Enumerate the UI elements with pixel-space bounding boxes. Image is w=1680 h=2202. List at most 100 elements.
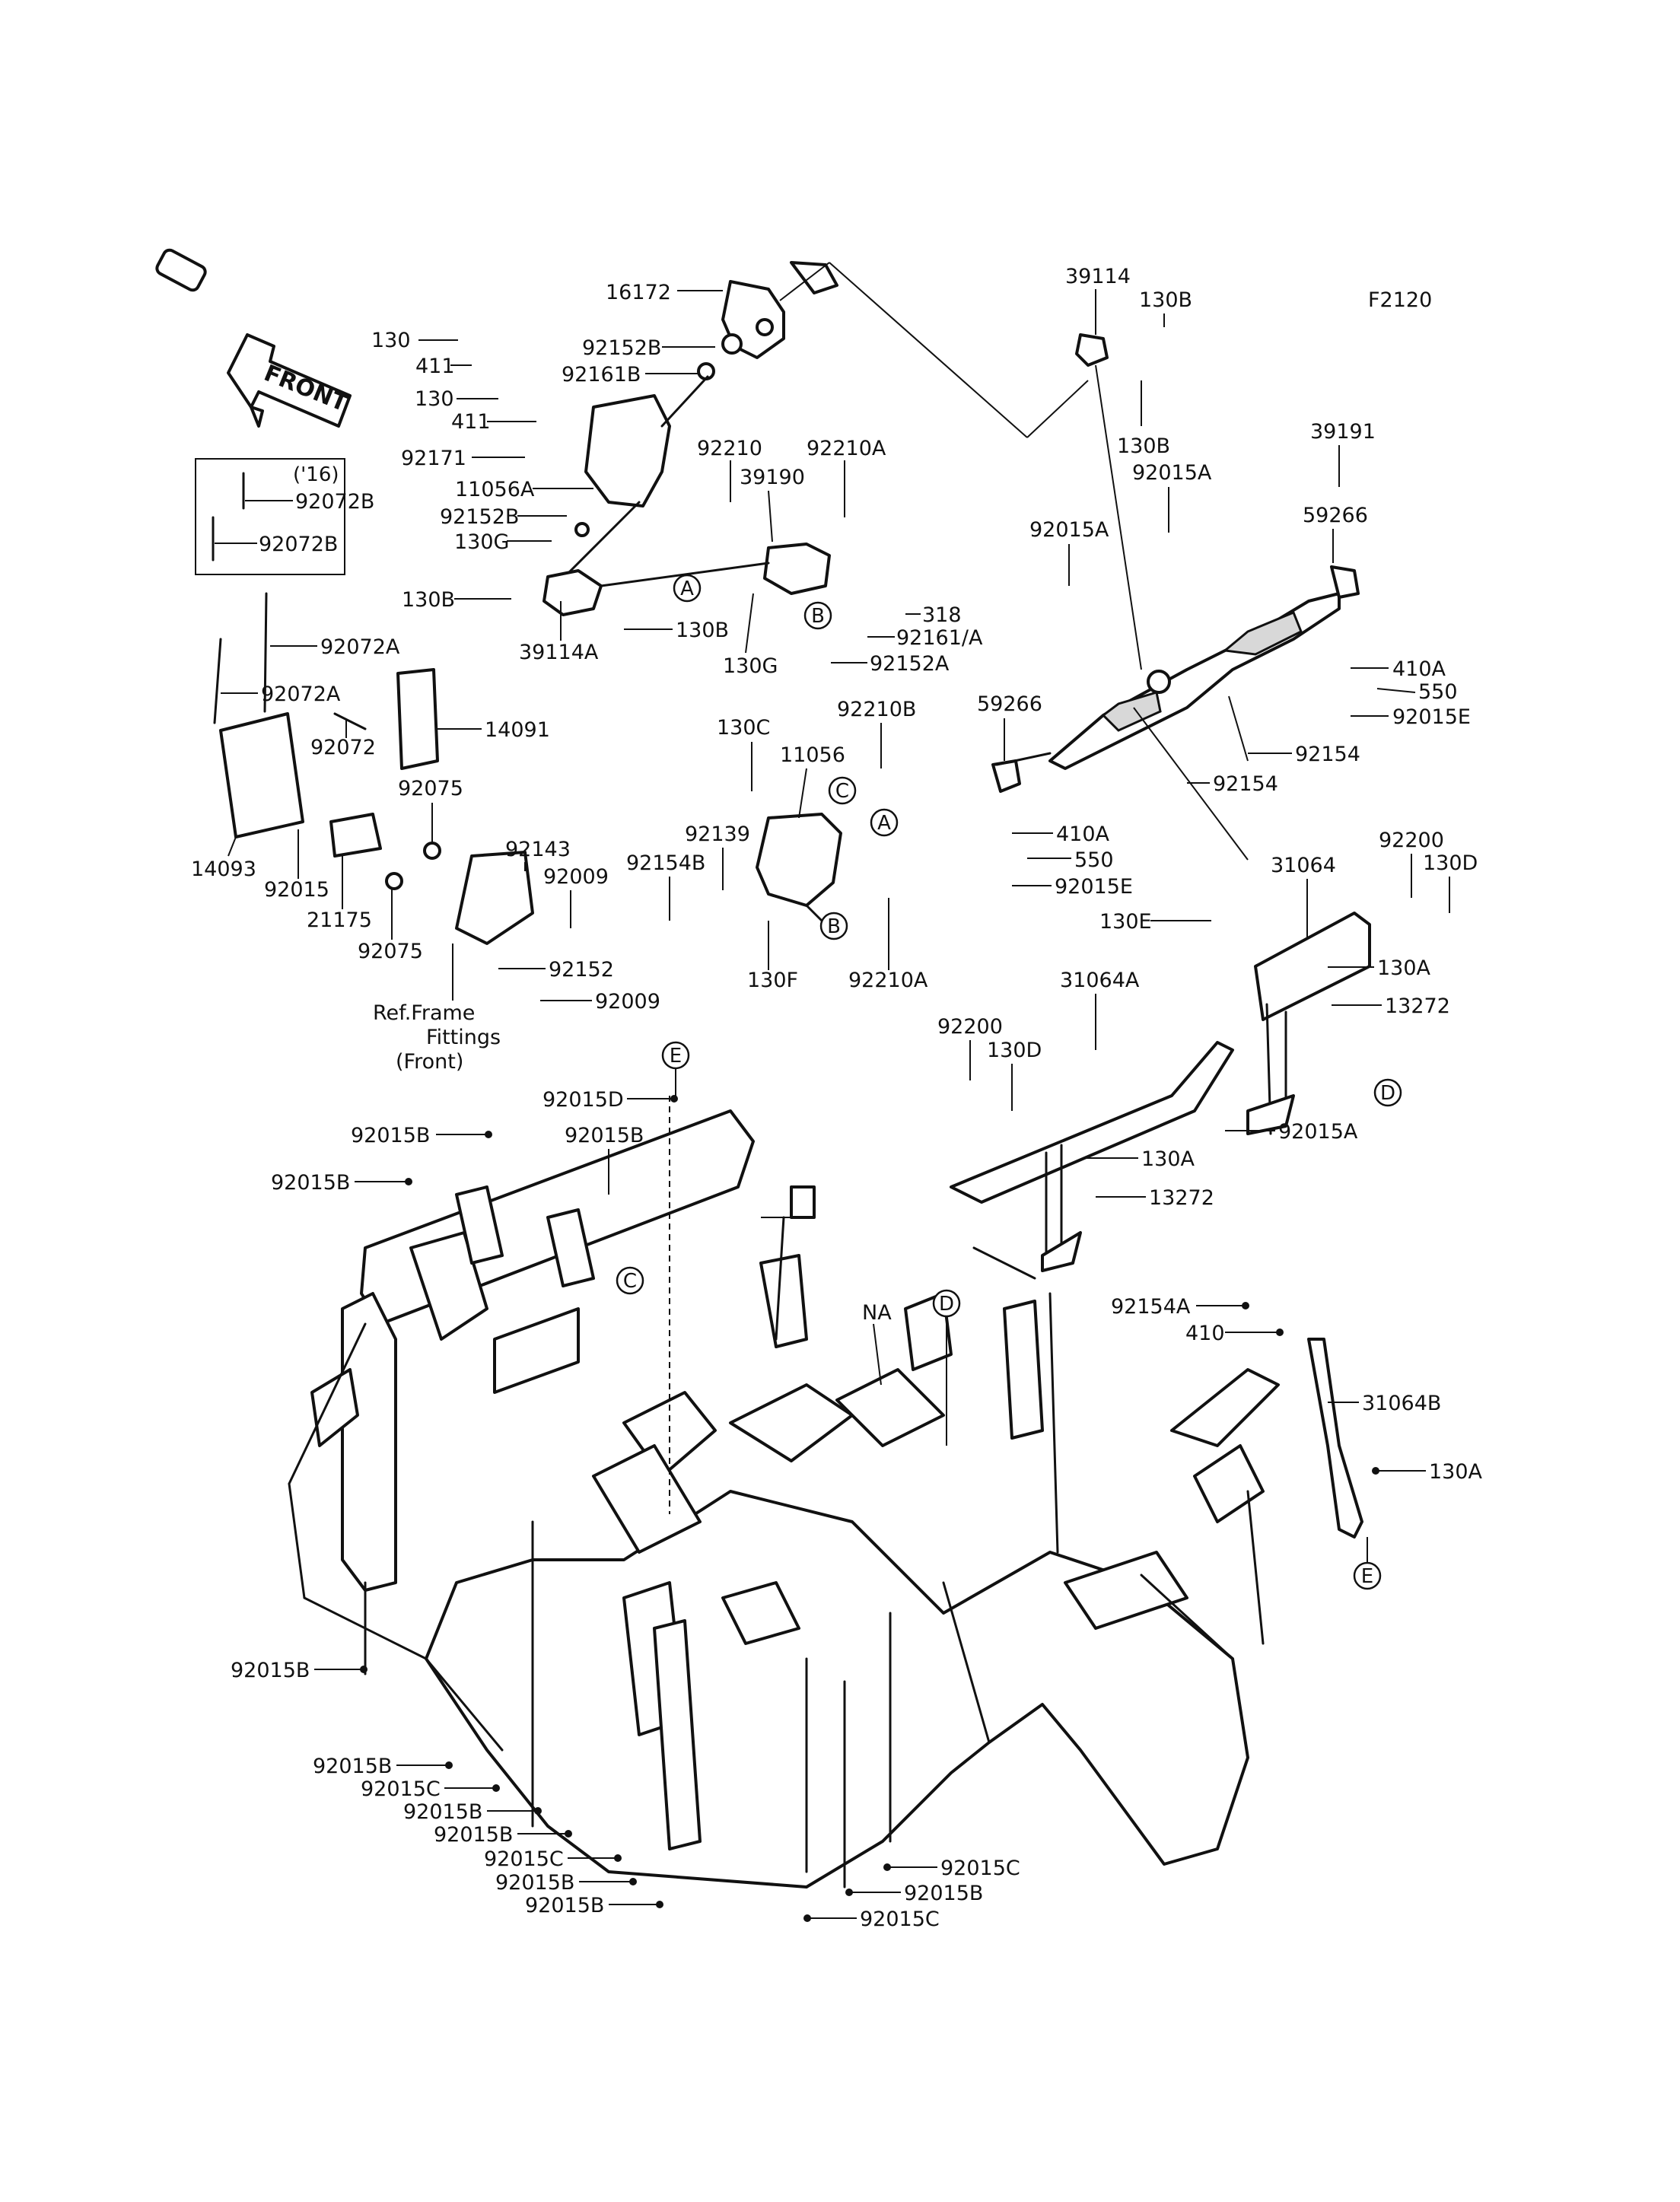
ref-frame-line-1: Ref.Frame — [373, 1001, 475, 1025]
label-92015a-3: 92015A — [1278, 1120, 1358, 1144]
label-92154a: 92154A — [1111, 1295, 1191, 1319]
label-92015b-3: 92015B — [271, 1171, 350, 1195]
label-130c: 130C — [717, 716, 770, 740]
label-92015c-2: 92015C — [484, 1847, 564, 1871]
label-130g-2: 130G — [723, 654, 778, 678]
label-92009-2: 92009 — [595, 990, 660, 1013]
label-13272-2: 13272 — [1149, 1186, 1214, 1210]
label-92015: 92015 — [264, 878, 329, 902]
fastener-dots — [360, 1095, 1379, 1922]
label-92015e-1: 92015E — [1392, 705, 1471, 729]
label-92015e-2: 92015E — [1055, 875, 1133, 899]
label-130d-1: 130D — [1423, 851, 1478, 875]
label-92015b-8: 92015B — [495, 1871, 574, 1895]
label-410: 410 — [1185, 1322, 1225, 1345]
label-92075-1: 92075 — [398, 777, 463, 800]
label-39114a: 39114A — [519, 641, 599, 664]
label-92075-2: 92075 — [358, 940, 423, 963]
diagram-id: F2120 — [1368, 288, 1432, 312]
label-130a-1: 130A — [1377, 956, 1431, 980]
label-92015b-2: 92015B — [565, 1124, 644, 1147]
steering-rack-assembly — [991, 333, 1360, 861]
inset-box: ('16) 92072B 92072B — [195, 458, 374, 575]
label-39191: 39191 — [1310, 420, 1376, 444]
label-92161a: 92161/A — [896, 626, 983, 650]
na-label: NA — [862, 1301, 892, 1325]
label-130f: 130F — [747, 969, 798, 992]
label-92152b-2: 92152B — [440, 505, 519, 529]
label-92015a-1: 92015A — [1132, 461, 1212, 485]
marker-c-2: C — [623, 1270, 637, 1293]
label-92015b-7: 92015B — [434, 1823, 513, 1847]
label-13272-1: 13272 — [1385, 994, 1450, 1018]
label-92072a-1: 92072A — [320, 635, 400, 659]
ref-frame-line-3: (Front) — [396, 1050, 463, 1074]
vehicle-frame — [288, 1096, 1280, 1889]
label-92152b-1: 92152B — [582, 336, 661, 360]
label-130b-3: 130B — [1139, 288, 1192, 312]
label-92210a-2: 92210A — [848, 969, 928, 992]
marker-e-1: E — [670, 1045, 682, 1068]
label-92015b-10: 92015B — [904, 1882, 983, 1905]
label-92072a-2: 92072A — [261, 683, 341, 706]
label-130e: 130E — [1099, 910, 1152, 934]
ref-frame-note: Ref.Frame Fittings (Front) — [373, 943, 501, 1074]
label-92152: 92152 — [549, 958, 614, 982]
ref-frame-line-2: Fittings — [426, 1026, 501, 1049]
label-92015c-1: 92015C — [361, 1777, 441, 1801]
label-92015a-2: 92015A — [1029, 518, 1109, 542]
inset-part-92072b-2: 92072B — [259, 533, 338, 556]
label-92154-1: 92154 — [1295, 743, 1360, 766]
label-92210: 92210 — [697, 437, 762, 460]
label-92015c-4: 92015C — [860, 1908, 940, 1931]
steering-motor-assembly — [155, 248, 1089, 616]
label-410a-1: 410A — [1392, 657, 1446, 681]
label-92015b-1: 92015B — [351, 1124, 430, 1147]
marker-a-2: A — [877, 812, 891, 835]
label-92072: 92072 — [310, 736, 376, 759]
label-92152a: 92152A — [870, 652, 950, 676]
label-130g-1: 130G — [454, 530, 509, 554]
label-130-1: 130 — [371, 329, 411, 352]
label-92015b-4: 92015B — [231, 1659, 310, 1682]
marker-d-2: D — [939, 1293, 954, 1316]
control-unit-assembly — [213, 592, 534, 945]
label-21175: 21175 — [307, 908, 372, 932]
label-130a-3: 130A — [1429, 1460, 1483, 1484]
label-92009-1: 92009 — [543, 865, 609, 889]
label-31064a: 31064A — [1060, 969, 1140, 992]
label-39114: 39114 — [1065, 265, 1131, 288]
marker-d-1: D — [1380, 1082, 1395, 1105]
label-130d-2: 130D — [987, 1039, 1042, 1062]
label-31064: 31064 — [1271, 854, 1336, 877]
label-130a-2: 130A — [1141, 1147, 1195, 1171]
label-92143: 92143 — [505, 838, 571, 861]
front-arrow-icon: FRONT — [227, 333, 352, 428]
label-92015b-9: 92015B — [525, 1894, 604, 1917]
label-11056a: 11056A — [455, 478, 535, 501]
label-11056: 11056 — [780, 743, 845, 767]
label-92015c-3: 92015C — [940, 1857, 1020, 1880]
label-92154b: 92154B — [626, 851, 705, 875]
label-92210b: 92210B — [837, 698, 916, 721]
label-92171: 92171 — [401, 447, 466, 470]
inset-year-note: ('16) — [293, 463, 339, 486]
label-59266-1: 59266 — [1303, 504, 1368, 527]
crossmember — [950, 912, 1371, 1272]
label-130b-2: 130B — [676, 619, 729, 642]
label-411-1: 411 — [415, 355, 455, 378]
label-130b-4: 130B — [1117, 434, 1170, 458]
marker-c-1: C — [835, 780, 849, 803]
label-14093: 14093 — [191, 858, 256, 881]
label-92015d: 92015D — [542, 1088, 624, 1112]
side-bracket — [1307, 1338, 1363, 1539]
label-14091: 14091 — [485, 718, 550, 742]
marker-b-1: B — [811, 605, 825, 628]
label-92015b-6: 92015B — [403, 1800, 482, 1824]
part-labels: 16172 130 411 92152B 92161B 130 411 9217… — [191, 265, 1483, 1931]
label-130-2: 130 — [415, 387, 454, 411]
marker-a-1: A — [680, 578, 694, 600]
label-130b-1: 130B — [402, 588, 455, 612]
